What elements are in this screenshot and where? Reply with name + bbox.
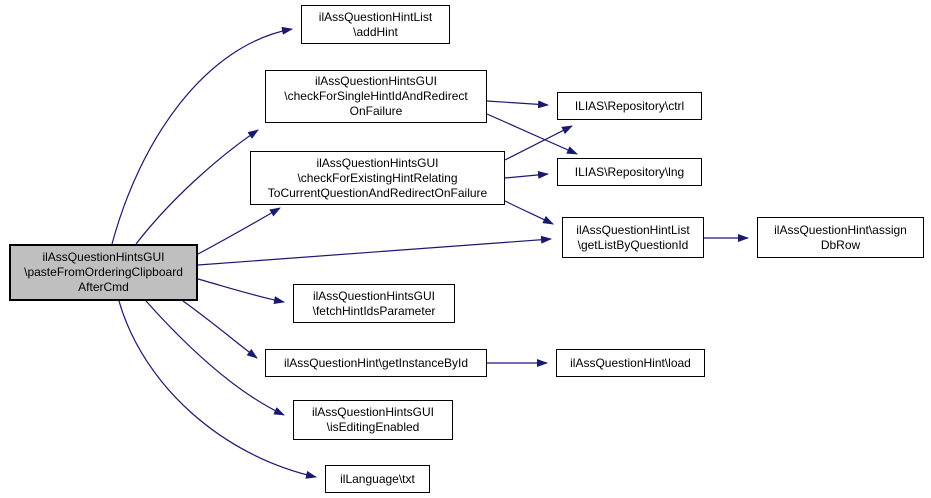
- edge-checksingle-to-lng: [486, 113, 578, 155]
- edge-main-to-txt: [118, 300, 317, 479]
- edge-main-to-getlist: [197, 235, 552, 266]
- node-get-list-by-question-id[interactable]: ilAssQuestionHintList \getListByQuestion…: [562, 217, 704, 258]
- edge-checkexisting-to-getlist: [504, 200, 554, 225]
- node-get-instance-by-id[interactable]: ilAssQuestionHint\getInstanceById: [265, 349, 487, 377]
- node-check-for-existing-hint-relating-to-current-question[interactable]: ilAssQuestionHintsGUI \checkForExistingH…: [250, 151, 505, 205]
- edge-main-to-checkexisting: [197, 207, 281, 255]
- edge-main-to-getinstance: [182, 300, 258, 359]
- node-ilias-repository-lng[interactable]: ILIAS\Repository\lng: [557, 158, 702, 186]
- node-ilias-repository-ctrl[interactable]: ILIAS\Repository\ctrl: [557, 92, 702, 120]
- node-add-hint[interactable]: ilAssQuestionHintList \addHint: [301, 5, 450, 44]
- edge-main-to-fetchhintids: [197, 278, 285, 305]
- node-il-language-txt[interactable]: ilLanguage\txt: [325, 465, 430, 493]
- node-check-for-single-hint-id-and-redirect-on-failure[interactable]: ilAssQuestionHintsGUI \checkForSingleHin…: [265, 70, 487, 123]
- edge-checkexisting-to-lng: [504, 170, 549, 179]
- node-load[interactable]: ilAssQuestionHint\load: [556, 349, 705, 377]
- node-paste-from-ordering-clipboard-after-cmd[interactable]: ilAssQuestionHintsGUI \pasteFromOrdering…: [9, 244, 198, 301]
- edge-checksingle-to-ctrl: [486, 100, 549, 109]
- node-assign-db-row[interactable]: ilAssQuestionHint\assign DbRow: [757, 217, 924, 258]
- edge-checkexisting-to-ctrl: [504, 125, 573, 161]
- edge-main-to-isediting: [145, 300, 285, 416]
- node-is-editing-enabled[interactable]: ilAssQuestionHintsGUI \isEditingEnabled: [293, 400, 453, 440]
- node-fetch-hint-ids-parameter[interactable]: ilAssQuestionHintsGUI \fetchHintIdsParam…: [293, 284, 455, 323]
- edge-main-to-addhint: [111, 26, 293, 245]
- edge-main-to-checksingle: [135, 129, 259, 245]
